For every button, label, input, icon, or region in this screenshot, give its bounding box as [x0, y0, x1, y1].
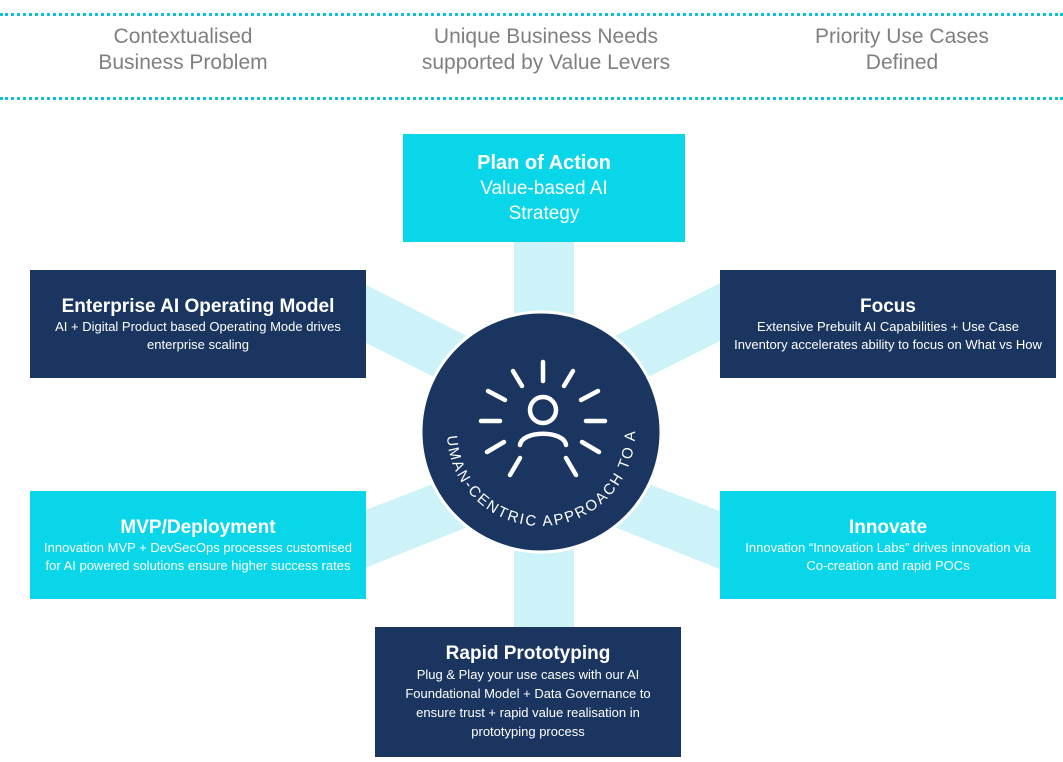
header-col3-line2: Defined [865, 51, 939, 74]
enterprise-desc: AI + Digital Product based Operating Mod… [55, 318, 341, 352]
plan-line1: Value-based AI [480, 178, 608, 199]
mvp-deployment-box: MVP/Deployment Innovation MVP + DevSecOp… [30, 491, 366, 599]
focus-title: Focus [860, 295, 916, 317]
rapid-desc: Plug & Play your use cases with our AI F… [405, 667, 651, 739]
header-col1-line1: Contextualised [113, 25, 253, 48]
spoke-up [514, 240, 574, 320]
rapid-prototyping-box: Rapid Prototyping Plug & Play your use c… [375, 627, 681, 757]
focus-box: Focus Extensive Prebuilt AI Capabilities… [720, 270, 1056, 378]
header-contextualised-business-problem: Contextualised Business Problem [33, 24, 333, 76]
header-unique-business-needs: Unique Business Needs supported by Value… [396, 24, 696, 76]
header-col2-line2: supported by Value Levers [421, 51, 671, 74]
focus-desc: Extensive Prebuilt AI Capabilities + Use… [734, 318, 1042, 352]
top-dotted-rule [0, 13, 1063, 16]
plan-line2: Strategy [508, 203, 580, 224]
header-priority-use-cases: Priority Use Cases Defined [752, 24, 1052, 76]
header-col2-line1: Unique Business Needs [433, 25, 659, 48]
person-burst-icon [478, 359, 608, 478]
innovate-title: Innovate [848, 516, 928, 538]
spoke-down [514, 540, 574, 630]
mvp-title: MVP/Deployment [120, 516, 276, 538]
bottom-dotted-rule [0, 97, 1063, 100]
innovate-desc: Innovation “Innovation Labs” drives inno… [745, 539, 1031, 573]
plan-title: Plan of Action [477, 152, 611, 174]
enterprise-ai-operating-model-box: Enterprise AI Operating Model AI + Digit… [30, 270, 366, 378]
header-col3-line1: Priority Use Cases [815, 25, 989, 48]
innovate-box: Innovate Innovation “Innovation Labs” dr… [720, 491, 1056, 599]
header-col1-line2: Business Problem [98, 51, 268, 74]
plan-of-action-box: Plan of Action Value-based AI Strategy [403, 134, 685, 242]
mvp-desc: Innovation MVP + DevSecOps processes cus… [44, 539, 352, 573]
rapid-title: Rapid Prototyping [445, 643, 611, 664]
enterprise-title: Enterprise AI Operating Model [61, 295, 335, 317]
